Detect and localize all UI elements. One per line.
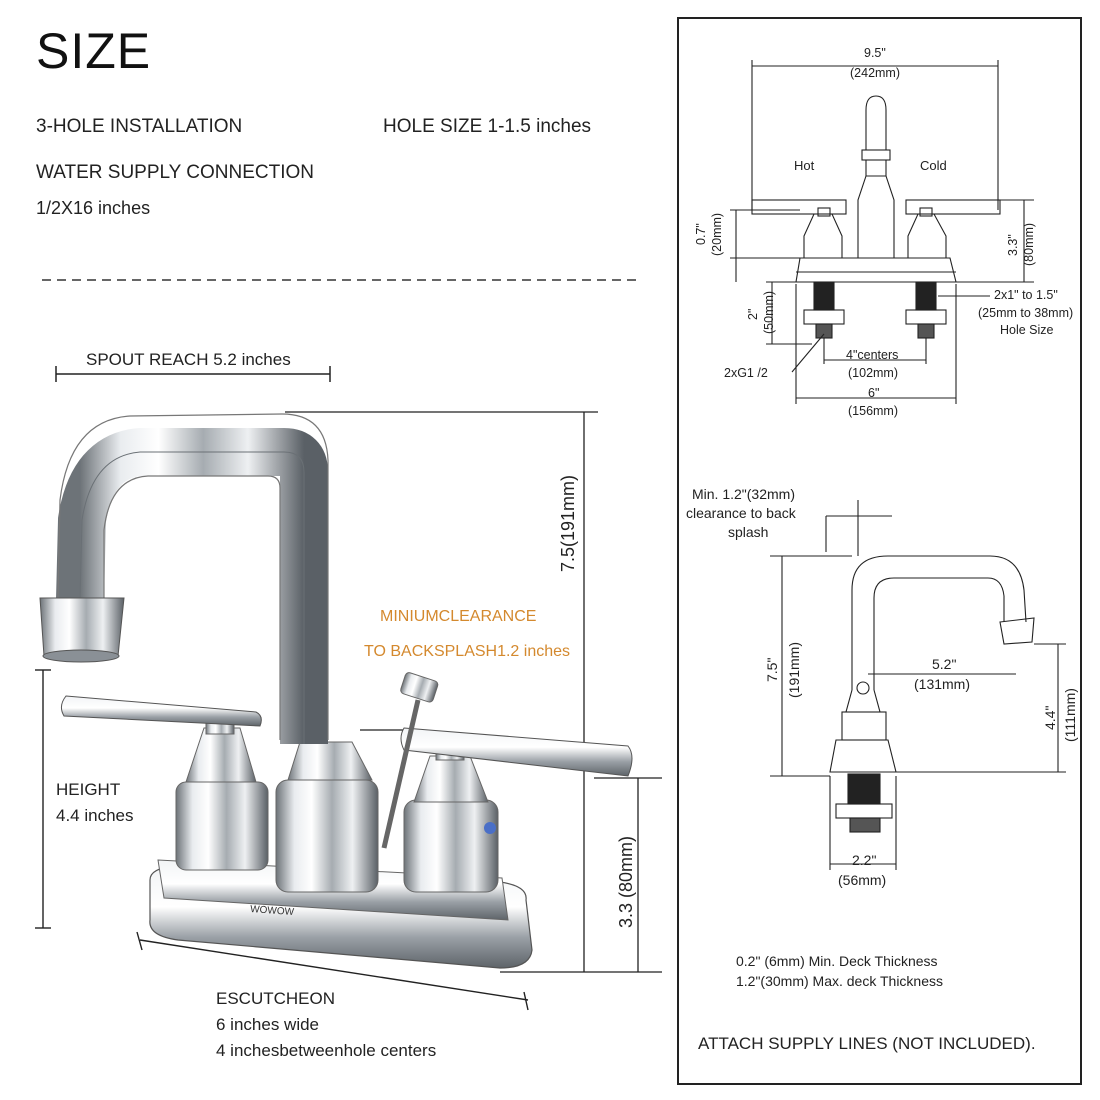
base-width-in: 6": [868, 386, 880, 400]
hole-size-info: HOLE SIZE 1-1.5 inches: [383, 116, 592, 137]
hole-size-line2: (25mm to 38mm): [978, 306, 1074, 320]
side-height-mm: (191mm): [786, 641, 802, 698]
left-handle: [60, 695, 262, 727]
front-view-drawing: [730, 60, 1034, 404]
hole-size-line1: 2x1" to 1.5": [994, 288, 1058, 302]
escutcheon-label: ESCUTCHEON: [216, 989, 336, 1008]
thread-size: 2xG1 /2: [724, 366, 768, 380]
clearance-line2: clearance to back: [686, 505, 796, 521]
front-width-in: 9.5": [864, 46, 886, 60]
clearance-label-line2: TO BACKSPLASH1.2 inches: [364, 643, 571, 660]
base-width-mm: (156mm): [848, 404, 899, 418]
height-label: HEIGHT: [56, 780, 121, 799]
spout: [39, 413, 329, 744]
centers-mm: (102mm): [848, 366, 899, 380]
right-valve-body: [403, 739, 499, 893]
body-height-mm: (80mm): [1022, 222, 1036, 266]
escutcheon-dimension: [136, 931, 529, 1011]
clearance-label-line1: MINIUMCLEARANCE: [380, 608, 537, 625]
shank-length-mm: (50mm): [762, 290, 776, 334]
supply-lines-note: ATTACH SUPPLY LINES (NOT INCLUDED).: [698, 1034, 1036, 1053]
height-value: 4.4 inches: [56, 806, 134, 825]
base-depth-in: 2.2": [852, 852, 877, 868]
spout-height-in: 4.4": [1042, 705, 1058, 730]
deck-max-thickness: 1.2"(30mm) Max. deck Thickness: [736, 973, 943, 989]
side-height-in: 7.5": [764, 657, 780, 682]
hot-label: Hot: [794, 158, 815, 173]
center-body: [275, 741, 379, 893]
installation-type: 3-HOLE INSTALLATION: [36, 116, 243, 137]
base-height-dimension: [594, 777, 662, 972]
escutcheon-centers: 4 inchesbetweenhole centers: [216, 1041, 437, 1060]
hole-size-line3: Hole Size: [1000, 323, 1054, 337]
spout-reach-dimension: [55, 366, 331, 382]
left-valve-body: [175, 711, 269, 871]
spout-height-mm: (111mm): [1062, 688, 1078, 742]
body-height-in: 3.3": [1006, 234, 1020, 256]
handle-height-in: 0.7": [694, 223, 708, 245]
clearance-line1: Min. 1.2"(32mm): [692, 486, 795, 502]
pop-up-rod: [381, 672, 439, 849]
clearance-line3: splash: [728, 524, 769, 540]
cold-label: Cold: [920, 158, 947, 173]
shank-length-in: 2": [746, 308, 760, 320]
water-supply-label: WATER SUPPLY CONNECTION: [36, 162, 314, 183]
spout-reach-label: SPOUT REACH 5.2 inches: [86, 350, 291, 369]
centers-in: 4"centers: [846, 348, 899, 362]
handle-height-mm: (20mm): [710, 212, 724, 256]
page-title: SIZE: [36, 23, 152, 79]
deck-min-thickness: 0.2" (6mm) Min. Deck Thickness: [736, 953, 938, 969]
brand-logo: WOWOW: [250, 904, 295, 918]
front-width-mm: (242mm): [850, 66, 901, 80]
reach-in: 5.2": [932, 656, 957, 672]
technical-drawing-panel: [677, 17, 1082, 1085]
base-depth-mm: (56mm): [838, 872, 887, 888]
handle-height-dimension: [35, 669, 51, 929]
water-supply-value: 1/2X16 inches: [36, 198, 151, 218]
total-height-dimension: [285, 411, 662, 973]
reach-mm: (131mm): [914, 676, 971, 692]
right-handle: [400, 727, 633, 777]
side-view-drawing: [770, 500, 1066, 870]
escutcheon-width: 6 inches wide: [216, 1015, 320, 1034]
